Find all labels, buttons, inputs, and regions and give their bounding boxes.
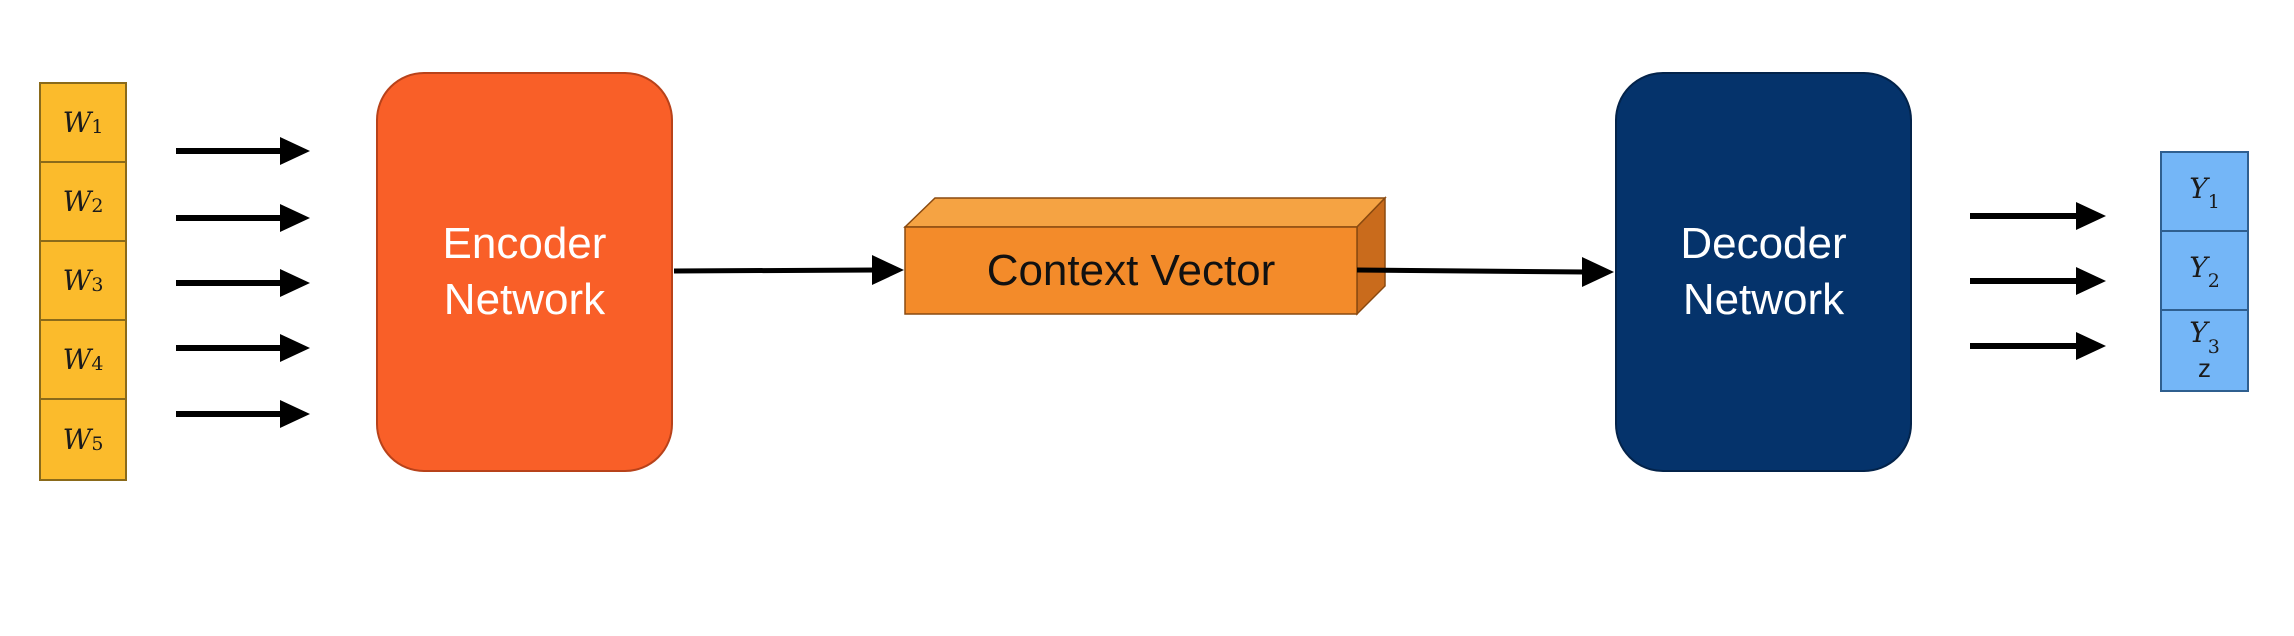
output-token-extra-text: z: [2198, 352, 2211, 383]
input-arrow-2: [176, 204, 310, 232]
encoder-label: Encoder Network: [442, 219, 607, 324]
input-token-subscript: 5: [91, 432, 104, 455]
context-vector-label: Context Vector: [986, 245, 1276, 295]
input-token-subscript: 1: [91, 115, 104, 138]
input-token-base: W: [62, 423, 92, 456]
output-arrows: [1970, 202, 2106, 360]
output-token-y2: Y2: [2162, 232, 2247, 311]
input-token-base: W: [62, 264, 92, 297]
decoder-label: Decoder Network: [1680, 219, 1847, 324]
output-token-y3: Y3 z: [2162, 311, 2247, 390]
input-arrow-4: [176, 334, 310, 362]
output-arrow-3: [1970, 332, 2106, 360]
output-token-y1: Y1: [2162, 153, 2247, 232]
output-token-stack: Y1 Y2 Y3 z: [2160, 151, 2249, 392]
input-token-subscript: 2: [91, 194, 104, 217]
output-arrow-2: [1970, 267, 2106, 295]
input-token-base: W: [62, 343, 92, 376]
output-token-subscript: 3: [2207, 336, 2220, 359]
input-arrow-3: [176, 269, 310, 297]
output-token-subscript: 2: [2207, 270, 2220, 293]
output-token-base: Y: [2189, 250, 2208, 284]
output-token-base: Y: [2189, 171, 2208, 205]
context-vector-label-box: Context Vector: [905, 227, 1357, 314]
input-token-subscript: 3: [91, 273, 104, 296]
input-arrow-5: [176, 400, 310, 428]
encoder-to-context-arrow: [673, 255, 904, 285]
context-vector-top-face: [903, 197, 1387, 228]
context-to-decoder-arrow: [1356, 257, 1614, 287]
output-token-subscript: 1: [2207, 191, 2220, 214]
encoder-network-block: Encoder Network: [376, 72, 673, 472]
output-arrow-1: [1970, 202, 2106, 230]
output-token-base: Y: [2189, 316, 2208, 350]
decoder-network-block: Decoder Network: [1615, 72, 1912, 472]
input-token-subscript: 4: [91, 352, 104, 375]
input-arrow-1: [176, 137, 310, 165]
input-token-base: W: [62, 106, 92, 139]
input-arrows: [176, 137, 310, 428]
input-token-base: W: [62, 185, 92, 218]
